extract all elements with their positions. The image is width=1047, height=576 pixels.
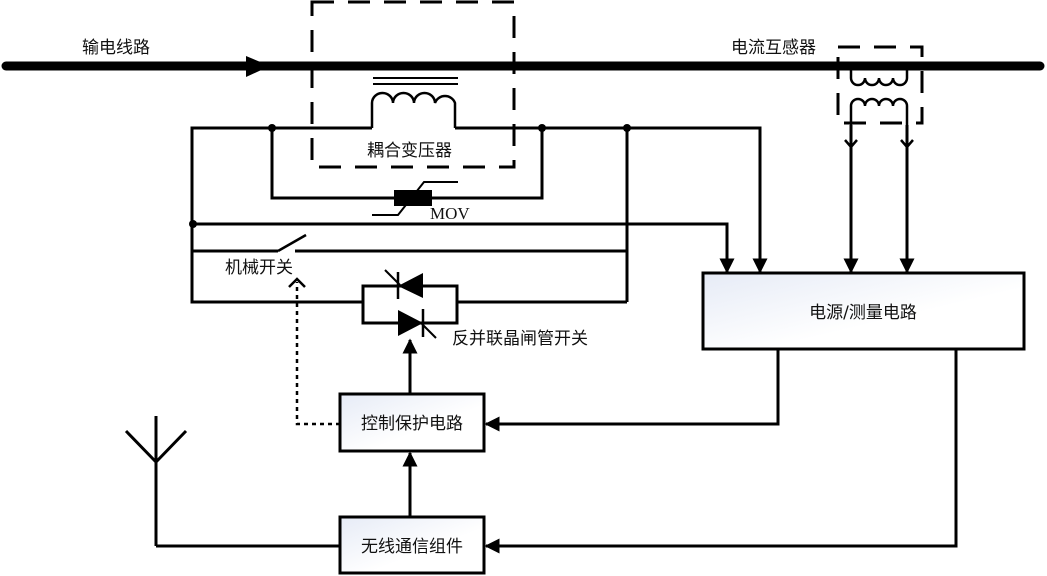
power-measure-label: 电源/测量电路 [809,303,917,323]
power-measure-block [701,271,1026,351]
wire-to-power-2 [193,222,735,274]
coupling-transformer-boundary [310,0,516,169]
wireless-comm-label: 无线通信组件 [361,537,463,557]
coupling-transformer-label: 耦合变压器 [367,141,452,161]
arrowhead-icon [288,277,306,288]
wireless-comm-block [338,515,486,575]
wire-power-to-control [484,349,780,432]
transmission-line-label: 输电线路 [82,38,150,58]
wire-mov-right [432,128,544,200]
control-protect-block [338,392,486,453]
thyristor-switch-label: 反并联晶闸管开关 [452,329,588,349]
wire-left-loop [190,126,372,304]
current-transformer-icon [844,70,914,149]
wire-to-power-1 [455,126,768,274]
current-transformer-boundary [836,45,924,125]
mechanical-switch-icon [277,233,307,253]
junction-dot [538,124,546,132]
wire-mov-left [270,128,394,200]
transmission-line [1,56,1045,77]
current-direction-arrow-icon [246,56,270,77]
coupling-transformer-icon [370,77,458,128]
current-transformer-label: 电流互感器 [731,38,816,58]
antenna-icon [124,416,188,546]
control-protect-label: 控制保护电路 [361,414,463,434]
mov-label: MOV [430,204,470,223]
mov-icon [394,190,432,206]
mechanical-switch-label: 机械开关 [225,258,293,278]
wire-power-to-wireless [484,349,958,554]
junction-dot [268,124,276,132]
thyristor-switch-icon [360,269,627,339]
wire-control-to-switch-dotted [295,282,340,426]
